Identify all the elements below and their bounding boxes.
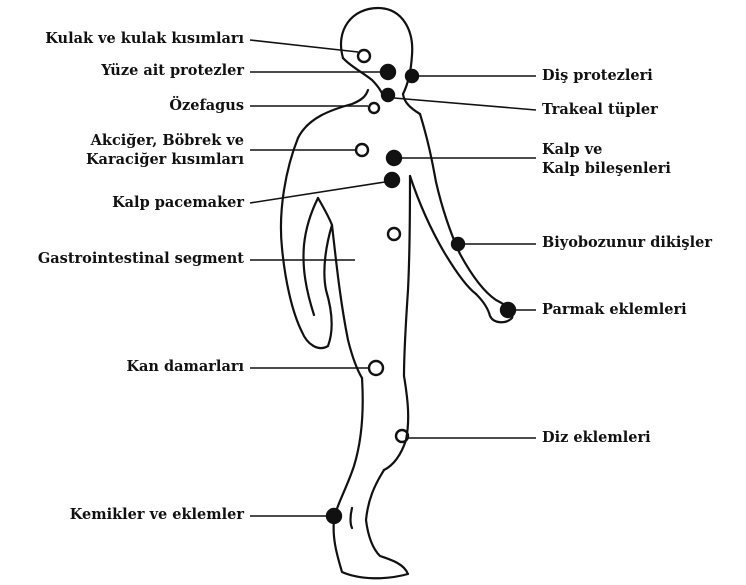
label-heart-line2: Kalp bileşenleri (542, 159, 671, 178)
neck-right (403, 94, 420, 114)
blood-vessel-marker (369, 361, 383, 375)
label-biodegradable-sutures: Biyobozunur dikişler (542, 233, 712, 252)
neck-left (298, 90, 368, 138)
torso-right (404, 176, 410, 376)
left-arm-inner (303, 198, 318, 315)
label-bones-joints: Kemikler ve eklemler (70, 505, 244, 524)
leader-tracheal (394, 98, 536, 110)
tracheal-tube-marker (382, 89, 394, 101)
dental-implant-marker (406, 70, 418, 82)
face-contour (343, 58, 384, 98)
facial-implant-marker (381, 65, 395, 79)
pacemaker-marker (385, 173, 399, 187)
ankle-joint-marker (327, 509, 341, 523)
left-leg (334, 378, 408, 578)
label-lung-kidney-liver: Akciğer, Böbrek ve Karaciğer kısımları (86, 131, 244, 169)
left-arm-outer (281, 138, 332, 348)
label-heart: Kalp ve Kalp bileşenleri (542, 140, 671, 178)
label-dental-prostheses: Diş protezleri (542, 66, 653, 85)
label-pacemaker: Kalp pacemaker (112, 193, 244, 212)
heart-marker (387, 151, 401, 165)
label-lung-kidney-liver-line2: Karaciğer kısımları (86, 150, 244, 169)
esophagus-marker (369, 103, 379, 113)
label-finger-joints: Parmak eklemleri (542, 300, 687, 319)
abdomen-marker (388, 228, 400, 240)
label-tracheal-tubes: Trakeal tüpler (542, 100, 658, 119)
label-facial-prostheses: Yüze ait protezler (101, 61, 244, 80)
right-leg (384, 376, 408, 470)
label-gastrointestinal: Gastrointestinal segment (38, 249, 244, 268)
torso-left (332, 225, 362, 378)
label-blood-vessels: Kan damarları (126, 357, 244, 376)
label-ear-parts: Kulak ve kulak kısımları (45, 29, 244, 48)
right-arm-inner (410, 176, 476, 294)
suture-marker (452, 238, 464, 250)
ankle-mark (351, 508, 353, 528)
label-knee-joints: Diz eklemleri (542, 428, 651, 447)
lung-kidney-liver-marker (356, 144, 368, 156)
label-lung-kidney-liver-line1: Akciğer, Böbrek ve (86, 131, 244, 150)
ear-implant-marker (358, 50, 370, 62)
label-heart-line1: Kalp ve (542, 140, 671, 159)
right-arm-outer (420, 114, 512, 322)
finger-joint-marker (501, 303, 515, 317)
label-esophagus: Özefagus (169, 96, 244, 115)
